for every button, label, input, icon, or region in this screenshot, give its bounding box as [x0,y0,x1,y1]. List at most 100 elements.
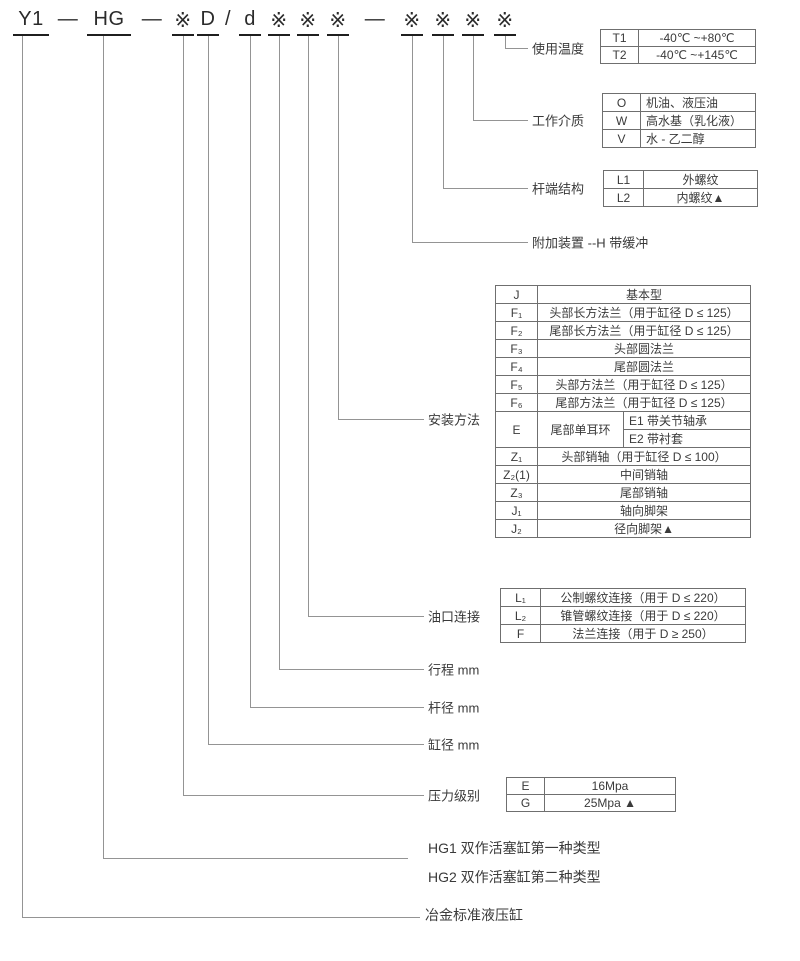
medium-desc: 高水基（乳化液） [640,111,756,130]
code-segment-star4: ※ [329,10,347,32]
table-row: Z₁ 头部销轴（用于缸径 D ≤ 100） [495,447,752,466]
table-row: G 25Mpa ▲ [506,794,676,812]
mount-code: Z₂(1) [495,465,538,484]
table-row: J 基本型 [495,285,752,304]
code-segment-star1: ※ [174,10,192,32]
mount-code: J₁ [495,501,538,520]
mount-desc: 尾部长方法兰（用于缸径 D ≤ 125） [536,321,752,340]
code-underline [432,34,454,36]
table-row: Z₃ 尾部销轴 [495,483,752,502]
table-row: F₅ 头部方法兰（用于缸径 D ≤ 125） [495,375,752,394]
mount-desc: 头部长方法兰（用于缸径 D ≤ 125） [536,303,752,322]
label-bore: 缸径 mm [428,737,480,753]
connector-bore [208,36,209,744]
mount-desc: 头部圆法兰 [536,339,752,358]
connector-port [308,36,309,616]
code-dash: — [364,8,386,30]
mount-code: Z₃ [495,483,538,502]
mount-code: F₁ [495,303,538,322]
table-row: L₁ 公制螺纹连接（用于 D ≤ 220） [500,588,746,607]
code-underline [494,34,516,36]
code-underline [297,34,319,36]
connector-rod-end [443,36,444,188]
mount-code: F₂ [495,321,538,340]
code-segment-D: D [200,8,216,30]
table-row: O 机油、液压油 [602,93,756,112]
medium-code: O [602,93,641,112]
temp-code: T2 [600,46,639,64]
table-row: F₃ 头部圆法兰 [495,339,752,358]
connector-temperature [505,36,506,48]
code-underline [197,34,219,36]
rod-end-desc: 内螺纹▲ [643,188,758,207]
label-mounting: 安装方法 [428,412,481,428]
table-row: T1 -40℃ ~+80℃ [600,29,756,47]
label-rod-dia: 杆径 mm [428,700,480,716]
code-underline [268,34,290,36]
port-desc: 锥管螺纹连接（用于 D ≤ 220） [540,606,746,625]
code-underline [87,34,131,36]
table-row: V 水 - 乙二醇 [602,129,756,148]
connector-standard [22,917,420,918]
connector-rod-dia [250,707,424,708]
connector-port [308,616,424,617]
pressure-desc: 16Mpa [544,777,676,795]
table-row: L1 外螺纹 [603,170,758,189]
code-slash: / [224,8,232,30]
connector-rod-dia [250,36,251,707]
mount-sub-desc: E1 带关节轴承 [622,411,752,430]
connector-temperature [505,48,528,49]
code-segment-star2: ※ [270,10,288,32]
label-rod-end: 杆端结构 [532,181,585,197]
connector-pressure [183,36,184,795]
code-underline [172,34,194,36]
mount-code: Z₁ [495,447,538,466]
table-row: F₂ 尾部长方法兰（用于缸径 D ≤ 125） [495,321,752,340]
mount-desc: 基本型 [536,285,752,304]
port-desc: 法兰连接（用于 D ≥ 250） [540,624,746,643]
mount-desc: 头部销轴（用于缸径 D ≤ 100） [536,447,752,466]
mount-code: J₂ [495,519,538,538]
port-desc: 公制螺纹连接（用于 D ≤ 220） [540,588,746,607]
connector-medium [473,120,528,121]
code-underline [327,34,349,36]
table-row: F₄ 尾部圆法兰 [495,357,752,376]
medium-code: V [602,129,641,148]
table-row: L2 内螺纹▲ [603,188,758,207]
mount-code: F₅ [495,375,538,394]
code-segment-star6: ※ [434,10,452,32]
label-temperature: 使用温度 [532,41,585,57]
table-row: L₂ 锥管螺纹连接（用于 D ≤ 220） [500,606,746,625]
table-row: E 尾部单耳环 E1 带关节轴承 [495,411,752,448]
code-underline [462,34,484,36]
table-row: F₆ 尾部方法兰（用于缸径 D ≤ 125） [495,393,752,412]
code-underline [239,34,261,36]
label-attachment: 附加装置 --H 带缓冲 [532,235,649,251]
connector-attachment [412,36,413,242]
label-pressure: 压力级别 [428,788,481,804]
connector-mounting [338,36,339,419]
mount-desc: 尾部销轴 [536,483,752,502]
table-row: Z₂(1) 中间销轴 [495,465,752,484]
temp-desc: -40℃ ~+80℃ [638,29,756,47]
connector-rod-end [443,188,528,189]
rod-end-code: L2 [603,188,644,207]
code-dash: — [141,8,163,30]
mount-code: F₄ [495,357,538,376]
code-underline [13,34,49,36]
code-segment-star5: ※ [403,10,421,32]
medium-table: O 机油、液压油 W 高水基（乳化液） V 水 - 乙二醇 [602,93,756,148]
connector-stroke [279,669,424,670]
pressure-code: E [506,777,545,795]
temp-desc: -40℃ ~+145℃ [638,46,756,64]
medium-code: W [602,111,641,130]
table-row: F 法兰连接（用于 D ≥ 250） [500,624,746,643]
port-code: L₁ [500,588,541,607]
port-code: L₂ [500,606,541,625]
label-port: 油口连接 [428,609,481,625]
port-code: F [500,624,541,643]
table-row: F₁ 头部长方法兰（用于缸径 D ≤ 125） [495,303,752,322]
temperature-table: T1 -40℃ ~+80℃ T2 -40℃ ~+145℃ [600,29,756,64]
connector-attachment [412,242,528,243]
